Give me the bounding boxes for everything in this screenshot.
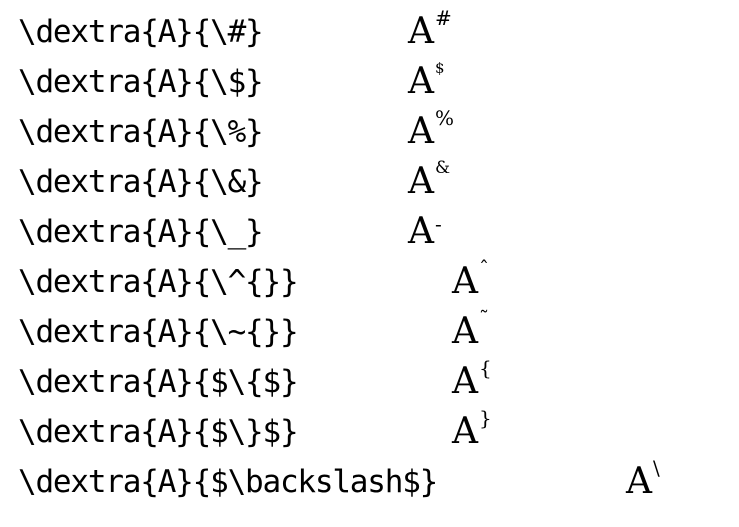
- latex-command: \dextra{A}{\$}: [18, 64, 264, 100]
- example-row: \dextra{A}{\&} A&: [0, 158, 739, 210]
- example-row: \dextra{A}{\_} A-: [0, 210, 739, 260]
- superscript-symbol: ˜: [479, 306, 489, 330]
- latex-command: \dextra{A}{\^{}}: [18, 264, 299, 300]
- latex-command: \dextra{A}{$\{$}: [18, 364, 299, 400]
- base-letter: A: [452, 411, 478, 452]
- base-letter: A: [626, 461, 652, 502]
- superscript-symbol: }: [479, 406, 492, 430]
- superscript-symbol: $: [435, 59, 445, 77]
- example-row: \dextra{A}{$\}$} A}: [0, 406, 739, 460]
- base-letter: A: [408, 61, 434, 102]
- superscript-symbol: -: [435, 212, 442, 236]
- base-letter: A: [408, 211, 434, 252]
- latex-command: \dextra{A}{\%}: [18, 114, 264, 150]
- latex-command: \dextra{A}{\_}: [18, 214, 264, 250]
- superscript-symbol: &: [435, 158, 451, 178]
- example-row: \dextra{A}{$\{$} A{: [0, 356, 739, 410]
- base-letter: A: [408, 11, 434, 52]
- rendered-output: A˜: [452, 306, 489, 354]
- example-row: \dextra{A}{\$} A$: [0, 59, 739, 110]
- rendered-output: A-: [408, 210, 442, 254]
- latex-command: \dextra{A}{\~{}}: [18, 314, 299, 350]
- base-letter: A: [408, 161, 434, 202]
- base-letter: A: [452, 361, 478, 402]
- base-letter: A: [408, 111, 434, 152]
- rendered-output: Aˆ: [452, 256, 489, 304]
- rendered-output: A\: [626, 456, 660, 504]
- example-row: \dextra{A}{\#} A#: [0, 6, 739, 60]
- example-row: \dextra{A}{\^{}} Aˆ: [0, 256, 739, 310]
- rendered-output: A%: [408, 106, 455, 154]
- example-row: \dextra{A}{\~{}} A˜: [0, 306, 739, 360]
- rendered-output: A}: [452, 406, 492, 454]
- superscript-symbol: %: [435, 106, 455, 130]
- latex-command: \dextra{A}{$\backslash$}: [18, 464, 438, 500]
- superscript-symbol: {: [479, 356, 492, 380]
- latex-command: \dextra{A}{\#}: [18, 14, 264, 50]
- base-letter: A: [452, 261, 478, 302]
- superscript-symbol: #: [435, 6, 452, 30]
- superscript-symbol: \: [653, 456, 660, 480]
- example-row: \dextra{A}{\%} A%: [0, 106, 739, 160]
- rendered-output: A{: [452, 356, 492, 404]
- latex-command: \dextra{A}{$\}$}: [18, 414, 299, 450]
- latex-command: \dextra{A}{\&}: [18, 164, 264, 200]
- rendered-output: A&: [408, 158, 451, 204]
- rendered-output: A#: [408, 6, 452, 54]
- base-letter: A: [452, 311, 478, 352]
- example-row: \dextra{A}{$\backslash$} A\: [0, 456, 739, 510]
- superscript-symbol: ˆ: [479, 256, 489, 280]
- rendered-output: A$: [408, 59, 445, 104]
